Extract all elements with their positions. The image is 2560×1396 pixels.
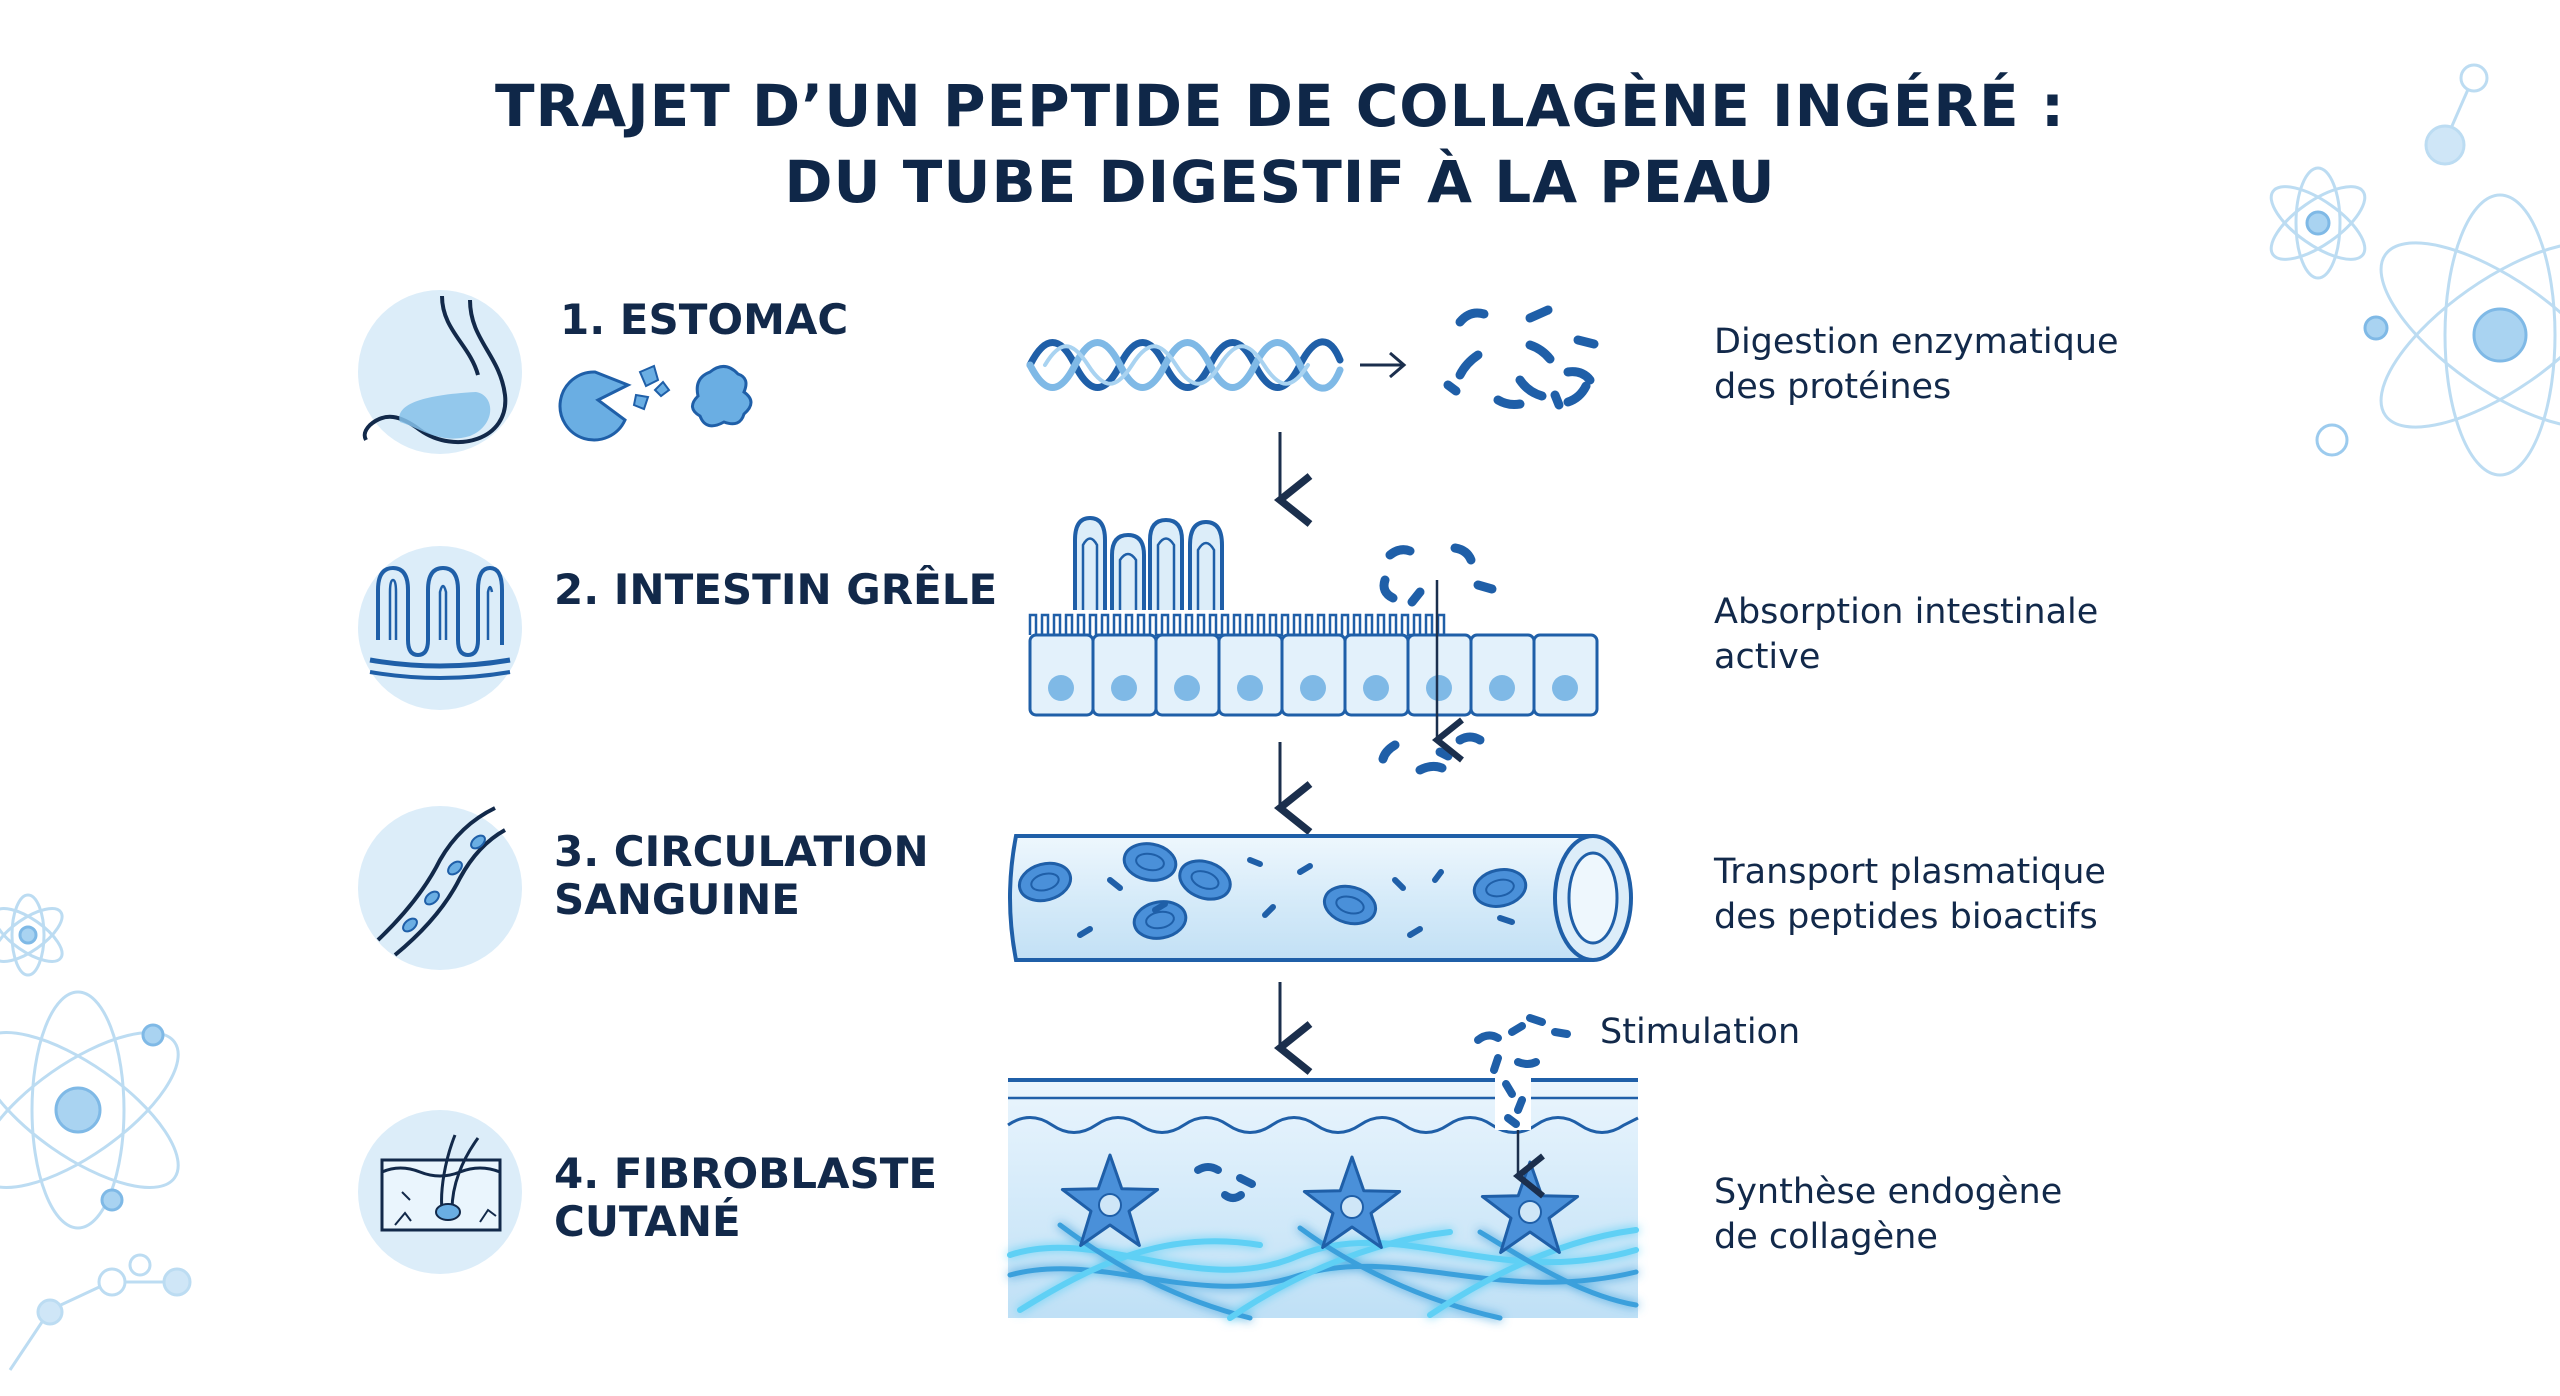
fibroblast-nucleus [1518,1200,1542,1224]
step-4-label: 4. FIBROBLASTE CUTANÉ [554,1150,937,1246]
skin-layer-icon [358,1110,522,1274]
red-blood-cell [1132,900,1188,940]
red-blood-cell [1178,859,1232,901]
cell-nucleus [1363,675,1389,701]
intestine-icon [358,546,522,710]
step-2-label: 2. INTESTIN GRÊLE [554,566,997,614]
step-3-description: Transport plasmatique des peptides bioac… [1714,850,2106,940]
step-2-label-line: 2. INTESTIN GRÊLE [554,565,998,614]
page-title-line-1: TRAJET D’UN PEPTIDE DE COLLAGÈNE INGÉRÉ … [494,72,2066,140]
red-blood-cell-center [1485,878,1515,898]
red-blood-cell-center [1190,870,1220,890]
cell-nucleus [1048,675,1074,701]
step-3-label: 3. CIRCULATION SANGUINE [554,828,929,924]
cell-nucleus [1300,675,1326,701]
stomach-icon [358,290,522,454]
enterocyte-cell [1217,633,1284,717]
stimulating-peptides [1194,1014,1571,1202]
step-2-description-line-1: Absorption intestinale [1714,592,2099,632]
enterocyte-layer [1028,633,1599,717]
fibroblasts [1060,1153,1580,1254]
plasma-peptides [1077,857,1515,938]
blood-vessel-icon [358,806,522,970]
step-1-description-line-1: Digestion enzymatique [1714,322,2119,362]
step-3-label-line-2: SANGUINE [554,875,800,924]
red-blood-cells [1017,842,1528,940]
enzyme-icon [558,364,753,442]
red-blood-cell [1472,868,1528,908]
red-blood-cell [1322,884,1378,926]
fibroblast-nucleus [1098,1193,1122,1217]
collagen-triple-helix [1026,338,1344,392]
step-4-label-line-1: 4. FIBROBLASTE [554,1149,938,1198]
enterocyte-cell [1532,633,1599,717]
stimulation-label: Stimulation [1600,1012,1801,1052]
enterocyte-cell [1343,633,1410,717]
step-3-description-line-1: Transport plasmatique [1714,852,2106,892]
decorative-atom-small-top-right [2269,166,2367,280]
red-blood-cell-center [1335,895,1365,915]
step-2-description-line-2: active [1714,637,1821,677]
step-1-description-line-2: des protéines [1714,367,1952,407]
step-4-description-line-1: Synthèse endogène [1714,1172,2063,1212]
enterocyte-cell [1280,633,1347,717]
step-3-label-line-1: 3. CIRCULATION [554,827,929,876]
red-blood-cell-center [1145,910,1175,930]
page-title-line-2: DU TUBE DIGESTIF À LA PEAU [784,148,1776,216]
step-1-description: Digestion enzymatique des protéines [1714,320,2119,410]
cell-nucleus [1426,675,1452,701]
red-blood-cell [1017,861,1073,903]
step-4-description-line-2: de collagène [1714,1217,1938,1257]
step-4-label-line-2: CUTANÉ [554,1197,741,1246]
cell-nucleus [1489,675,1515,701]
enterocyte-cell [1091,633,1158,717]
step-1-label-line: 1. ESTOMAC [560,295,849,344]
decorative-molecule-top-right [2424,63,2489,166]
microvilli-brush-border [1028,613,1446,637]
red-blood-cell-center [1135,852,1165,872]
enterocyte-cell [1469,633,1536,717]
fibroblast-nucleus [1340,1195,1364,1219]
decorative-molecule-bottom-left [8,1253,192,1371]
enterocyte-cell [1028,633,1095,717]
red-blood-cell [1122,842,1178,882]
enterocyte-cell [1406,633,1473,717]
digestion-arrow [1360,351,1407,379]
cell-nucleus [1237,675,1263,701]
step-3-description-line-2: des peptides bioactifs [1714,897,2098,937]
cell-nucleus [1552,675,1578,701]
step-1-label: 1. ESTOMAC [560,296,848,344]
intestinal-villi [1073,515,1224,610]
decorative-atom-bottom-left [0,990,180,1230]
peptide-fragments [1443,305,1599,410]
decorative-atom-small-left [0,893,64,977]
step-2-description: Absorption intestinale active [1714,590,2098,680]
cell-nucleus [1174,675,1200,701]
red-blood-cell-center [1030,872,1060,892]
decorative-atom-top-right [2315,193,2560,477]
enterocyte-cell [1154,633,1221,717]
step-4-description: Synthèse endogène de collagène [1714,1170,2062,1260]
blood-vessel-tube [1008,834,1633,962]
cell-nucleus [1111,675,1137,701]
